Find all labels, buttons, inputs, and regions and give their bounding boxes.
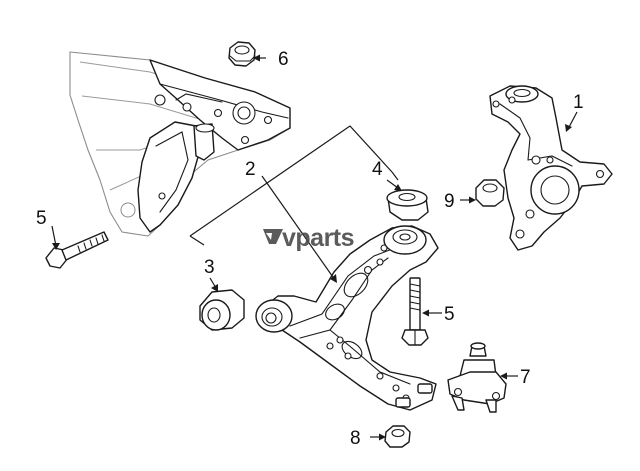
callout-front-bushing: 3 — [204, 257, 215, 278]
leader-lines — [51, 54, 578, 441]
watermark-brand: vparts — [282, 224, 354, 252]
callout-control-arm: 2 — [245, 159, 256, 180]
callout-knuckle: 1 — [573, 92, 584, 113]
bolt-left — [45, 231, 109, 269]
callout-ball-joint: 7 — [520, 367, 531, 388]
callouts: 1 2 3 4 5 5 6 7 8 9 — [36, 49, 584, 449]
callout-rear-bushing: 4 — [372, 159, 383, 180]
callout-bolt-left: 5 — [36, 208, 47, 229]
rear-bushing — [386, 189, 429, 221]
watermark: vparts — [263, 224, 355, 252]
steering-knuckle — [489, 85, 613, 251]
nut-top — [228, 41, 256, 67]
callout-nut-right: 9 — [444, 191, 455, 212]
subframe — [69, 51, 291, 237]
callout-nut-bottom: 8 — [350, 428, 361, 449]
bolt-right — [401, 277, 429, 346]
callout-bolt-right: 5 — [444, 304, 455, 325]
front-bushing — [199, 289, 245, 331]
control-arm — [255, 225, 439, 411]
nut-bottom — [384, 425, 411, 448]
nut-right — [475, 179, 505, 207]
ball-joint — [447, 342, 507, 413]
callout-nut-top: 6 — [278, 49, 289, 70]
v-wing-logo-icon — [263, 229, 283, 244]
